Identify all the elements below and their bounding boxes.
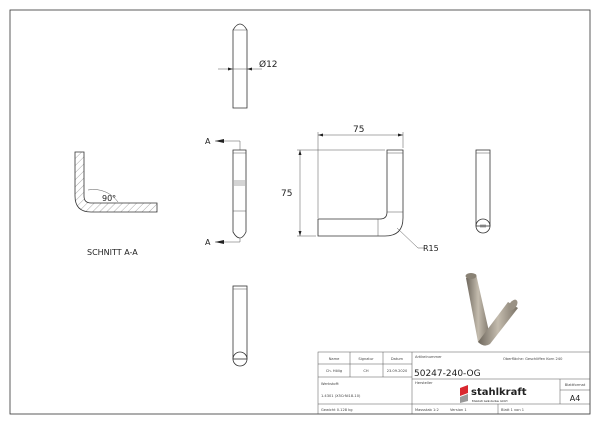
brand-name: stahlkraft: [471, 387, 527, 398]
front-view: A A: [205, 137, 247, 247]
section-title: SCHNITT A-A: [87, 248, 138, 257]
date-header: Datum: [391, 357, 404, 361]
date-value: 23.09.2020: [387, 369, 408, 373]
angle-label: 90°: [102, 194, 116, 203]
signature-header: Signatur: [358, 357, 374, 361]
scale: Massstab 1:2: [415, 408, 439, 412]
signature-value: CH: [363, 369, 369, 373]
manufacturer-label: Hersteller: [415, 381, 433, 385]
weight: Gewicht 0.128 kg: [321, 408, 353, 412]
sheet-format: A4: [570, 394, 581, 403]
right-view: [475, 149, 491, 234]
isometric-3d-view: [465, 273, 518, 346]
diameter-label: Ø12: [259, 59, 278, 70]
surface-label: Oberfläche: Geschliffen Korn 240: [503, 357, 563, 361]
material-label: Werkstoff:: [321, 382, 339, 386]
width-dimension: 75: [353, 125, 364, 135]
name-header: Name: [329, 357, 340, 361]
section-marker-bottom: A: [205, 238, 211, 247]
article-label: Artikelnummer: [415, 355, 442, 359]
top-view: Ø12: [218, 23, 278, 109]
version: Version 1: [450, 408, 467, 412]
sheet-number: Blatt 1 von 1: [501, 408, 524, 412]
material-value: 1.4301 (X5CrNi18-10): [321, 394, 361, 398]
brand-tagline: Edelstahl Geländerbau GmbH: [472, 400, 508, 403]
radius-label: R15: [423, 244, 439, 253]
stahlkraft-logo: stahlkraft Edelstahl Geländerbau GmbH: [460, 385, 527, 403]
sheet-border: [9, 9, 591, 415]
section-marker-top: A: [205, 137, 211, 146]
bottom-view: [232, 285, 248, 367]
sheet-format-label: Blattformat: [565, 383, 586, 387]
height-dimension: 75: [281, 189, 292, 199]
article-number: 50247-240-OG: [414, 369, 481, 379]
title-block: Name Signatur Datum Ch. Hölig CH 23.09.2…: [317, 351, 591, 415]
side-view: 75 75 R15: [281, 125, 439, 253]
name-value: Ch. Hölig: [326, 369, 342, 373]
section-view: 90° SCHNITT A-A: [74, 151, 158, 257]
